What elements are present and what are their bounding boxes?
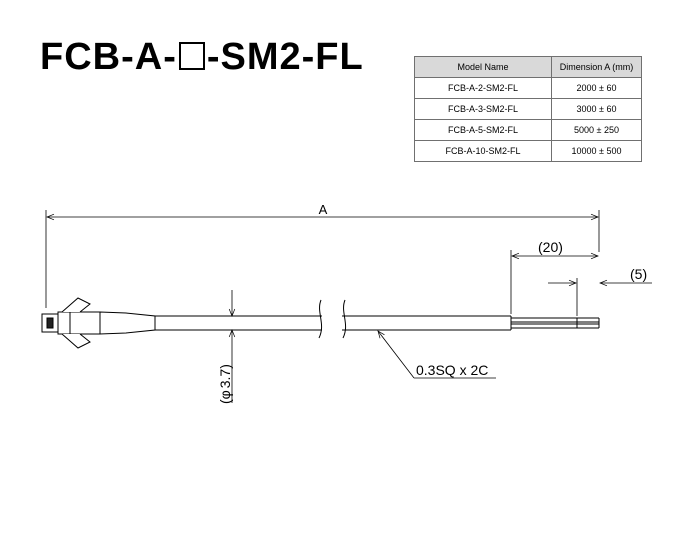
title-prefix: FCB-A- — [40, 36, 177, 78]
wire-spec-leader — [377, 330, 496, 379]
stripped-wires — [511, 317, 600, 329]
table-row: FCB-A-3-SM2-FL 3000 ± 60 — [414, 98, 642, 120]
strain-relief-boot — [99, 311, 156, 335]
wire-spec-label: 0.3SQ x 2C — [416, 362, 488, 378]
connector-lower-clip — [61, 333, 91, 349]
conductor-length-dimension — [548, 278, 652, 316]
connector-upper-clip — [61, 297, 91, 313]
strip-length-dimension — [510, 250, 599, 314]
table-header-row: Model Name Dimension A (mm) — [414, 56, 642, 78]
diameter-symbol: φ — [217, 390, 233, 399]
dimension-label-5: (5) — [630, 266, 647, 282]
connector-body — [57, 311, 101, 335]
dimension-cell: 10000 ± 500 — [551, 140, 642, 162]
cable-break-mark-left — [318, 299, 323, 339]
leader-line — [377, 330, 415, 379]
diameter-label: (φ3.7) — [217, 364, 233, 404]
overall-dimension — [45, 210, 600, 308]
title-suffix: -SM2-FL — [206, 36, 364, 78]
drawing-title: FCB-A- -SM2-FL — [40, 34, 364, 80]
strip-outer-value: 20 — [543, 239, 559, 255]
dimension-label-20: (20) — [538, 239, 563, 255]
table-row: FCB-A-10-SM2-FL 10000 ± 500 — [414, 140, 642, 162]
connector-latch-slot — [46, 317, 54, 329]
column-header-dimension-a: Dimension A (mm) — [551, 56, 642, 78]
cable-break-mark-right — [342, 299, 347, 339]
diameter-value: 3.7 — [217, 369, 233, 389]
model-placeholder-box — [178, 42, 205, 70]
cable-jacket — [155, 299, 512, 339]
connector — [41, 297, 156, 349]
table-row: FCB-A-5-SM2-FL 5000 ± 250 — [414, 119, 642, 141]
dimension-label-a: A — [319, 202, 328, 217]
strip-inner-value: 5 — [635, 266, 643, 282]
dimension-table: Model Name Dimension A (mm) FCB-A-2-SM2-… — [414, 56, 642, 162]
